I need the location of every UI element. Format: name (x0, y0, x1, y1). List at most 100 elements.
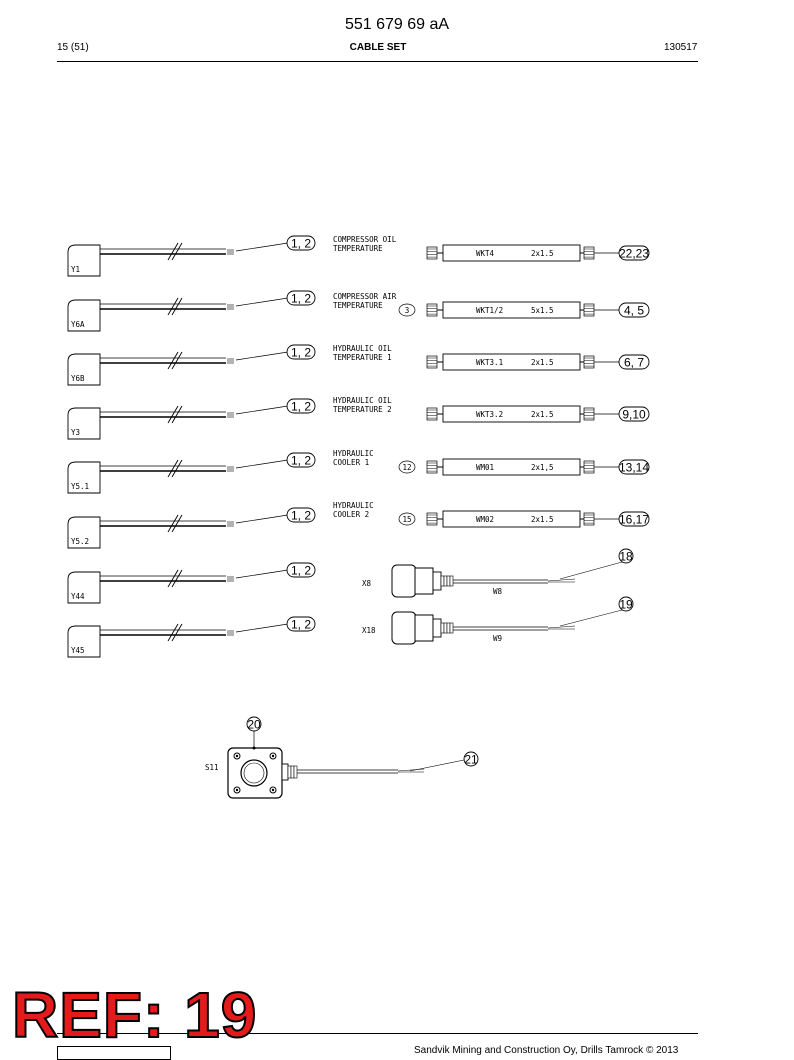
callout-bubble (618, 302, 650, 318)
cable-spec: 2x1.5 (531, 410, 554, 419)
strain-relief (449, 575, 454, 587)
document-date: 130517 (664, 42, 698, 53)
document-title: CABLE SET (349, 42, 407, 53)
callout-bubble (286, 235, 316, 251)
badge-number: 12 (402, 463, 411, 472)
callout-bubble (286, 398, 316, 414)
position-badge (398, 303, 416, 317)
leader-line (409, 759, 465, 772)
strain-relief (446, 575, 451, 587)
plug-coupling (414, 614, 434, 642)
position-badge (398, 460, 416, 474)
leader-dot (252, 746, 256, 750)
cable-break-mark (171, 242, 183, 261)
callout-bubble (618, 548, 634, 564)
plug-coupling (414, 567, 434, 595)
cable-spec: 2x1.5 (531, 515, 554, 524)
callout-number: 16,17 (619, 513, 649, 527)
callout-bubble (286, 616, 316, 632)
switch-callout: 20 (247, 718, 261, 732)
cable-spec: 2x1.5 (531, 358, 554, 367)
sensor-label: HYDRAULIC OIL (333, 396, 392, 405)
coil-code: Y5.2 (71, 537, 89, 546)
cable-break-mark (167, 351, 179, 370)
cable-code: WKT4 (476, 249, 495, 258)
cable-body (442, 244, 581, 262)
cable-break-mark (171, 459, 183, 478)
plug-housing (391, 564, 417, 598)
sensor-callout: 9,10 (618, 406, 650, 422)
coil-callout: 1, 2 (286, 616, 316, 632)
page-count: 15 (51) (57, 42, 89, 53)
callout-bubble (463, 751, 479, 767)
coil-callout: 1, 2 (286, 452, 316, 468)
callout-number: 1, 2 (291, 400, 311, 414)
cable-body (442, 510, 581, 528)
cable-break-mark (171, 569, 183, 588)
document-number: 551 679 69 aA (344, 16, 450, 33)
strain-relief (443, 575, 448, 587)
screw-icon (271, 788, 275, 792)
callout-bubble (286, 344, 316, 360)
plug-callout: 19 (619, 598, 633, 612)
coil-callout: 1, 2 (286, 344, 316, 360)
screw-icon (271, 754, 275, 758)
callout-bubble (618, 596, 634, 612)
strain-relief (293, 765, 298, 779)
cable-body (442, 301, 581, 319)
coil-connector-body (67, 571, 101, 604)
strain-relief (443, 622, 448, 634)
coil-code: Y6A (71, 320, 85, 329)
sensor-label: COMPRESSOR AIR (333, 292, 397, 301)
cable-break-mark (167, 405, 179, 424)
coil-code: Y1 (71, 265, 80, 274)
coil-code: Y45 (71, 646, 85, 655)
plug-wire-code: W9 (493, 634, 502, 643)
leader-line (235, 514, 289, 524)
sensor-callout: 6, 7 (618, 354, 650, 370)
badge-number: 15 (402, 515, 411, 524)
coil-connector-body (67, 244, 101, 277)
cable-code: WKT3.2 (476, 410, 503, 419)
sensor-label: HYDRAULIC (333, 449, 374, 458)
callout-number: 1, 2 (291, 237, 311, 251)
cable-break-mark (167, 569, 179, 588)
coil-connector-body (67, 461, 101, 494)
cable-code: WKT1/2 (476, 306, 503, 315)
callout-bubble (286, 290, 316, 306)
callout-number: 1, 2 (291, 454, 311, 468)
plug-connector-code: X8 (362, 579, 372, 588)
coil-callout: 1, 2 (286, 290, 316, 306)
footer-copyright: Sandvik Mining and Construction Oy, Dril… (414, 1045, 679, 1056)
sensor-label: TEMPERATURE 2 (333, 405, 392, 414)
coil-connector-body (67, 299, 101, 332)
sensor-label: TEMPERATURE (333, 301, 383, 310)
callout-bubble (618, 354, 650, 370)
leader-line (235, 405, 289, 415)
leader-line (235, 297, 289, 307)
cable-spec: 2x1,5 (531, 463, 554, 472)
push-button (243, 762, 265, 784)
plug-nut (432, 618, 442, 638)
cable-break-mark (167, 514, 179, 533)
sensor-callout: 22,23 (618, 245, 650, 261)
callout-bubble (618, 459, 650, 475)
plug-nut (432, 571, 442, 591)
callout-bubble (286, 562, 316, 578)
cable-break-mark (171, 623, 183, 642)
coil-connector-body (67, 625, 101, 658)
position-badge (398, 512, 416, 526)
leader-line (235, 242, 289, 252)
callout-number: 9,10 (622, 408, 646, 422)
cable-gland (281, 763, 289, 781)
sensor-callout: 4, 5 (618, 302, 650, 318)
coil-callout: 1, 2 (286, 235, 316, 251)
cable-spec: 5x1.5 (531, 306, 554, 315)
cable-break-mark (167, 459, 179, 478)
